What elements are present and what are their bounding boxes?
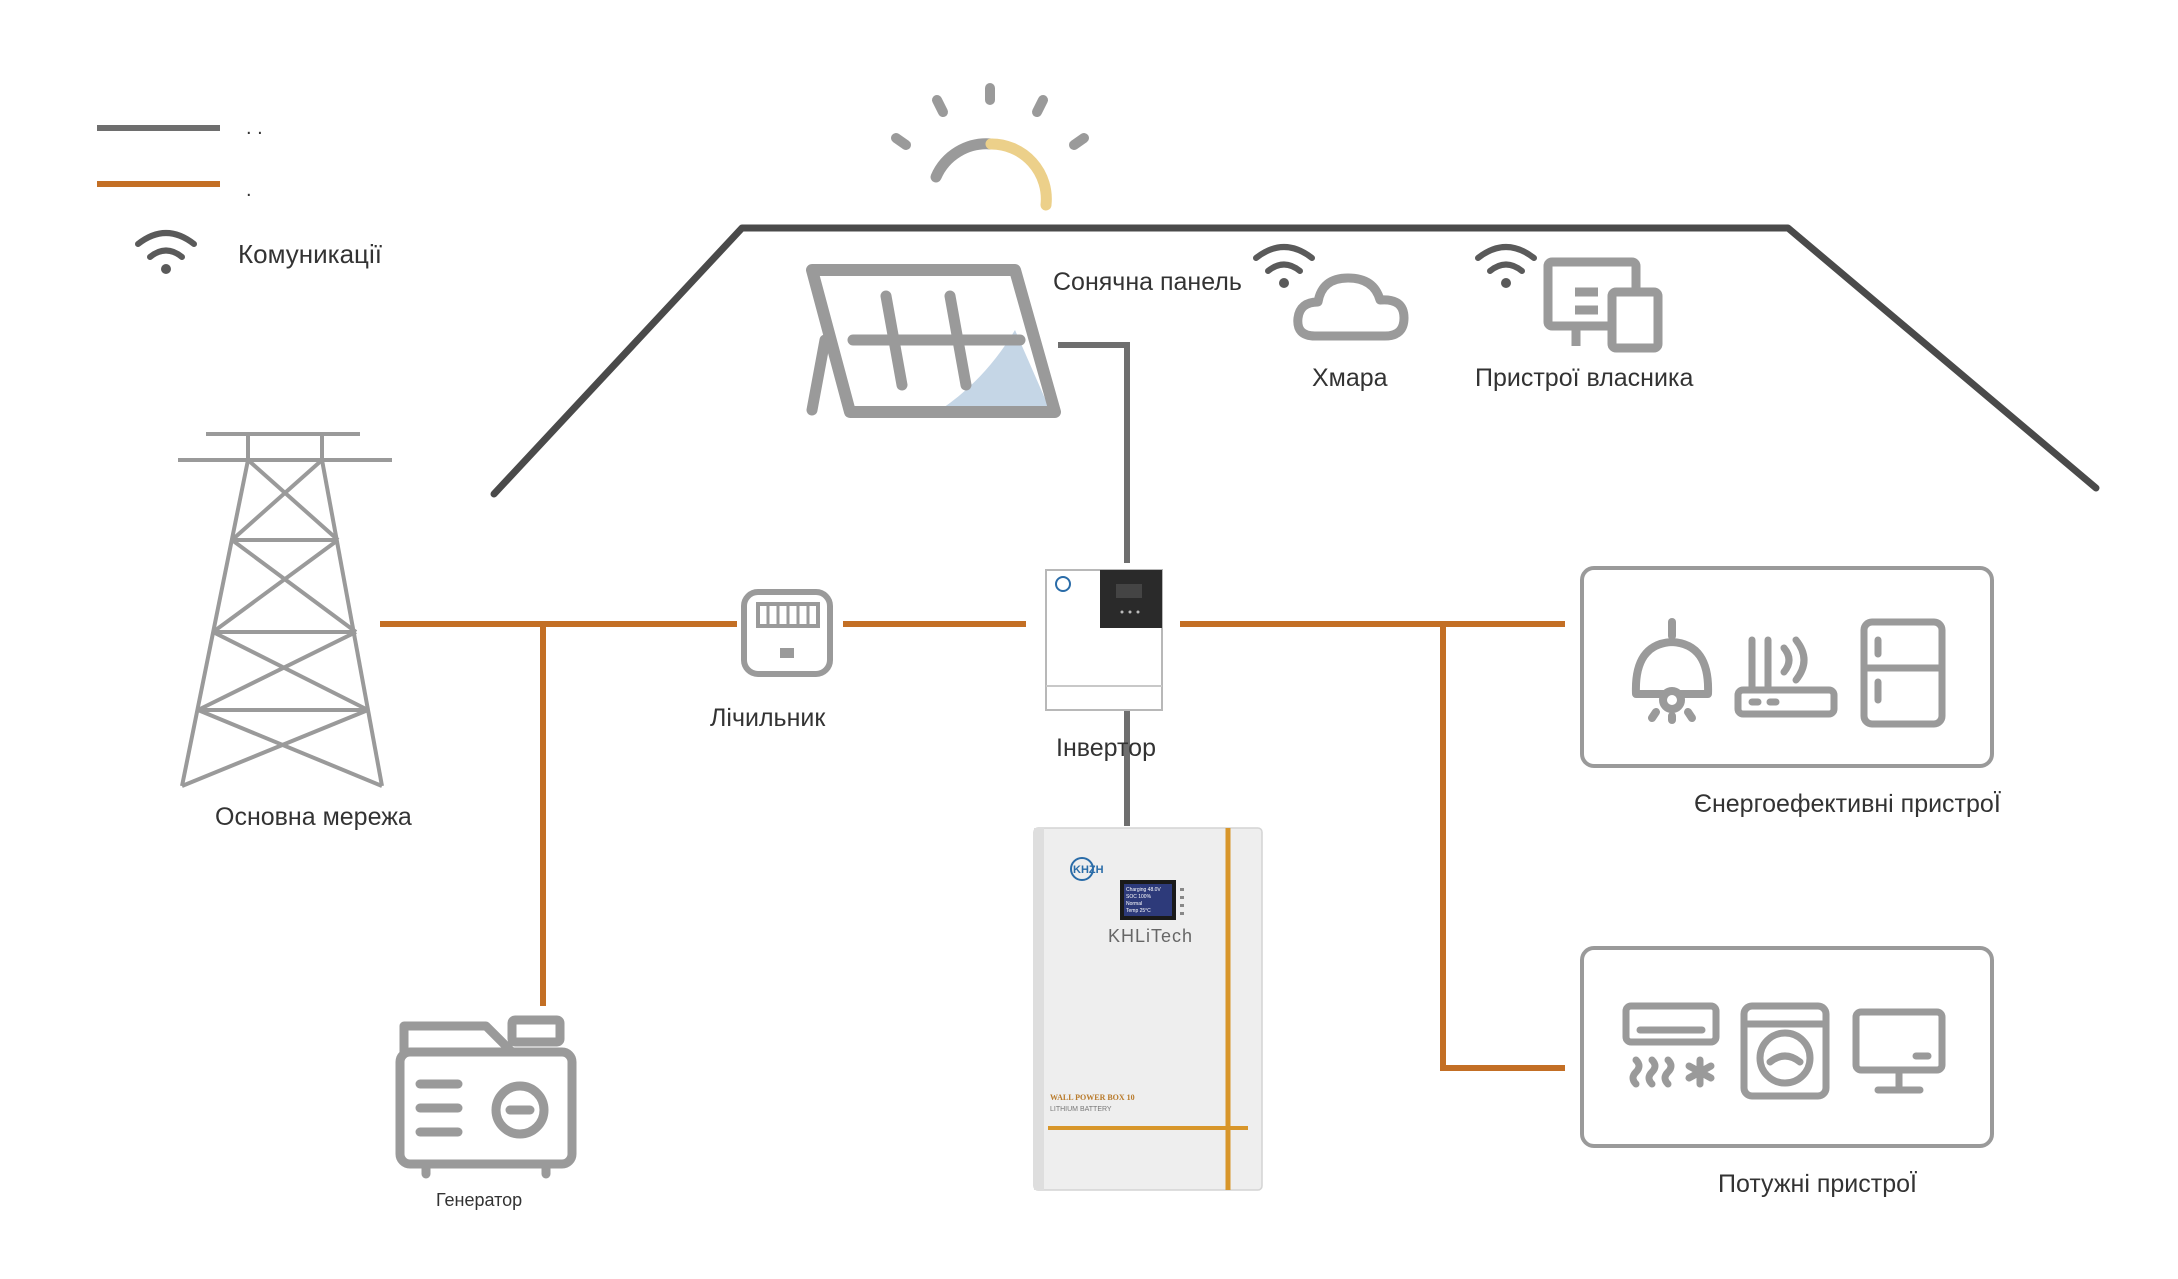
washing-machine-icon: [1740, 1002, 1830, 1100]
owner-devices-label: Пристрої власника: [1475, 364, 1693, 392]
sun-icon: [891, 83, 1089, 211]
generator-icon: [395, 1015, 577, 1179]
battery-type: LITHIUM BATTERY: [1050, 1106, 1112, 1113]
house-roof: [490, 224, 2100, 498]
inverter-label: Інвертор: [1056, 734, 1156, 762]
ac-lines: [380, 621, 1565, 1071]
battery-model: WALL POWER BOX 10: [1050, 1093, 1135, 1102]
inverter-device: [1045, 569, 1163, 711]
cloud-wifi-icon: [1253, 244, 1315, 288]
legend: . . . Комуникації: [97, 117, 382, 274]
legend-communication-label: Комуникації: [238, 239, 382, 269]
powerful-devices-label: Потужні пристроЇ: [1718, 1170, 1917, 1198]
dc-lines: [1058, 342, 1130, 826]
battery-screen-line-2: SOC 100%: [1126, 894, 1152, 900]
monitor-icon: [1852, 1008, 1946, 1094]
legend-orange-label: .: [246, 179, 252, 201]
solar-panel-icon: [806, 264, 1061, 418]
battery-brand: KHLiTech: [1108, 926, 1193, 946]
battery-screen-line-1: Charging 48.0V: [1126, 887, 1161, 893]
generator-label: Генератор: [436, 1190, 522, 1210]
meter-label: Лічильник: [710, 704, 826, 732]
efficient-devices-box: [1580, 566, 1994, 768]
main-grid-label: Основна мережа: [215, 803, 412, 831]
lamp-icon: [1631, 618, 1713, 724]
battery-screen-line-3: Normal: [1126, 901, 1142, 907]
router-icon: [1734, 636, 1838, 718]
power-tower-icon: [178, 432, 392, 788]
owner-devices-wifi-icon: [1475, 244, 1537, 288]
air-conditioner-icon: [1622, 1002, 1720, 1088]
efficient-devices-label: Єнергоефективні пристроЇ: [1694, 790, 2001, 818]
legend-gray-label: . .: [246, 117, 263, 139]
wifi-icon: [135, 230, 197, 274]
battery-brand-logo: KHZH: [1073, 864, 1104, 876]
devices-icon: [1543, 257, 1663, 353]
battery-device: KHZH Charging 48.0V SOC 100% Normal Temp…: [1033, 827, 1263, 1191]
fridge-icon: [1860, 618, 1946, 728]
meter-icon: [741, 589, 833, 677]
cloud-icon: [1293, 273, 1409, 341]
battery-screen-line-4: Temp 25°C: [1126, 908, 1151, 914]
solar-panel-label: Сонячна панель: [1053, 268, 1242, 296]
powerful-devices-box: [1580, 946, 1994, 1148]
cloud-label: Хмара: [1312, 364, 1388, 392]
